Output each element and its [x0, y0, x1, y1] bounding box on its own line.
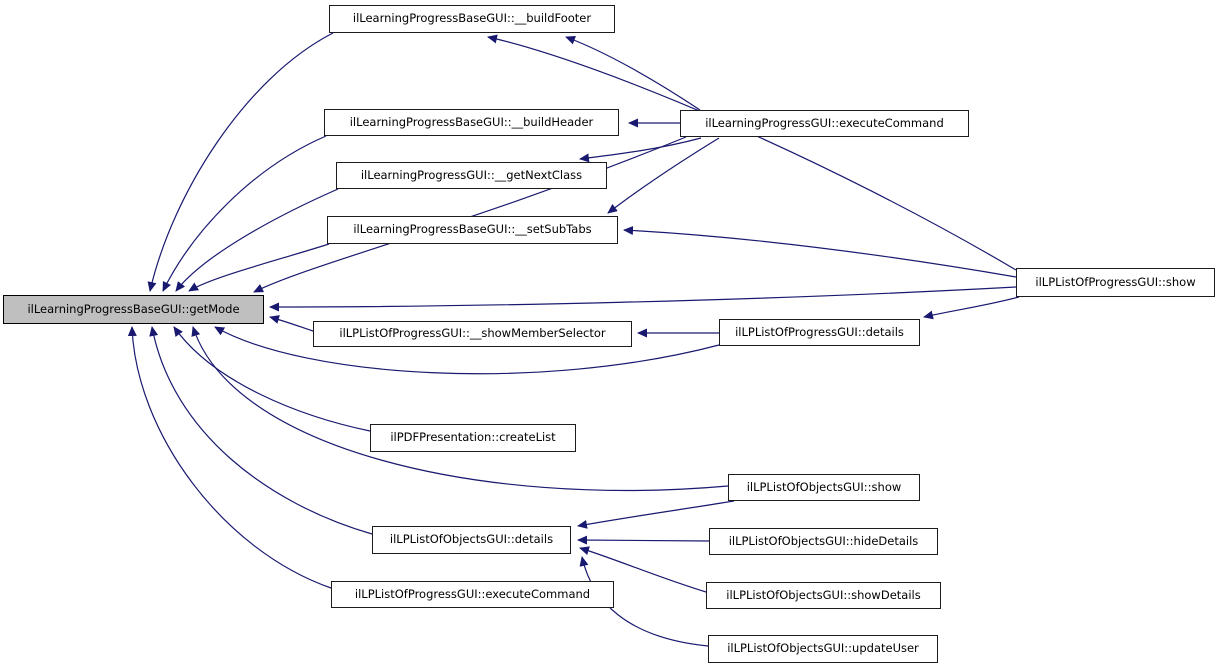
edge-executeCommand-setSubTabs	[607, 137, 720, 214]
node-listofobjects-show[interactable]: ilLPListOfObjectsGUI::show	[728, 474, 920, 501]
node-executecommand-gui[interactable]: ilLearningProgressGUI::executeCommand	[680, 110, 969, 137]
edge-executeCommandProgress-getMode	[127, 326, 332, 589]
edge-showProgress-detailsProgress	[923, 296, 1020, 320]
edge-executeCommand-buildFooter	[565, 35, 701, 111]
edge-detailsObjects-getMode	[149, 326, 373, 535]
edge-getNextClass-getMode	[175, 188, 339, 292]
edge-showProgress-setSubTabs	[623, 225, 1017, 278]
node-createlist[interactable]: ilPDFPresentation::createList	[370, 424, 576, 452]
node-showdetails[interactable]: ilLPListOfObjectsGUI::showDetails	[706, 582, 941, 609]
edge-hideDetails-detailsObjects	[577, 535, 710, 545]
edge-detailsProgress-getMode	[214, 326, 720, 375]
edge-showProgress-getMode	[269, 286, 1017, 312]
node-listofprogress-details[interactable]: ilLPListOfProgressGUI::details	[719, 319, 920, 346]
node-getmode: ilLearningProgressBaseGUI::getMode	[3, 295, 264, 324]
edge-showObjects-detailsObjects	[577, 500, 735, 529]
node-buildheader[interactable]: ilLearningProgressBaseGUI::__buildHeader	[324, 109, 619, 136]
edge-createList-getMode	[173, 326, 371, 432]
node-setsubtabs[interactable]: ilLearningProgressBaseGUI::__setSubTabs	[327, 216, 618, 244]
edge-showMemberSelector-getMode	[269, 315, 314, 332]
edge-executeCommand-getNextClass	[579, 137, 702, 163]
edge-updateUser-detailsObjects	[579, 556, 709, 647]
node-listofobjects-details[interactable]: ilLPListOfObjectsGUI::details	[372, 526, 571, 554]
node-listofprogress-show[interactable]: ilLPListOfProgressGUI::show	[1016, 268, 1215, 297]
edge-showObjects-getMode	[191, 326, 729, 492]
edge-showDetails-detailsObjects	[579, 546, 707, 593]
node-buildfooter[interactable]: ilLearningProgressBaseGUI::__buildFooter	[329, 5, 615, 33]
edge-executeCommand-getMode	[253, 136, 687, 293]
node-hidedetails[interactable]: ilLPListOfObjectsGUI::hideDetails	[709, 528, 938, 555]
node-listofprogress-executecommand[interactable]: ilLPListOfProgressGUI::executeCommand	[331, 581, 614, 608]
node-updateuser[interactable]: ilLPListOfObjectsGUI::updateUser	[708, 635, 938, 663]
edge-buildFooter-getMode	[147, 32, 334, 292]
edge-setSubTabs-getMode	[188, 243, 330, 292]
node-getnextclass[interactable]: ilLearningProgressGUI::__getNextClass	[336, 162, 607, 189]
node-showmemberselector[interactable]: ilLPListOfProgressGUI::__showMemberSelec…	[313, 321, 632, 347]
edge-buildHeader-getMode	[162, 135, 327, 292]
